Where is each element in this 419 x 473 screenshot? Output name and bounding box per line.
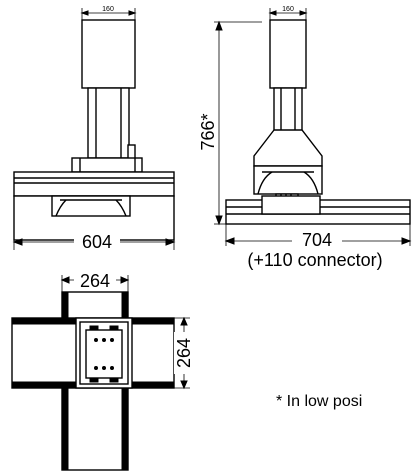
plan-depth-label: 264 <box>174 338 194 368</box>
height-label: 766* <box>198 113 218 150</box>
front-base-width-label: 604 <box>82 232 112 252</box>
front-top-width-label: 160 <box>102 6 114 13</box>
side-top-width-label: 160 <box>282 6 294 13</box>
front-view: 160 604 <box>12 6 176 252</box>
plan-view: 264 264 <box>11 271 194 471</box>
footnote: * In low posi <box>276 393 362 410</box>
side-base-width-label: 704 <box>302 230 332 250</box>
side-connector-label: (+110 connector) <box>247 250 382 270</box>
plan-width-label: 264 <box>80 271 110 291</box>
side-view: 160 766* 704 ( <box>198 6 412 270</box>
